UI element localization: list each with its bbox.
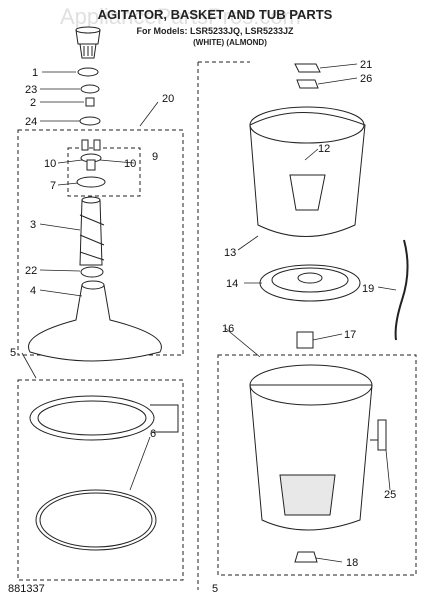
callout-23: 23 [25, 84, 37, 96]
drive-block-part [296, 331, 314, 349]
callout-16: 16 [222, 323, 234, 335]
agitator-cap-part [75, 26, 101, 77]
bolt-part [85, 97, 95, 107]
callout-17: 17 [344, 329, 356, 341]
callout-10-left: 10 [44, 158, 56, 170]
callout-20: 20 [162, 93, 174, 105]
callout-18: 18 [346, 557, 358, 569]
washer-part [79, 116, 101, 126]
basket-hub-part [259, 264, 361, 302]
outer-tub-part [249, 364, 373, 531]
callout-19: 19 [362, 283, 374, 295]
callout-21: 21 [360, 59, 372, 71]
callout-9: 9 [152, 151, 158, 163]
tub-ring-group-box-5 [17, 379, 184, 581]
seal-part [80, 266, 104, 278]
wash-basket-part [249, 106, 366, 237]
tub-gasket-part [35, 489, 157, 551]
callout-1: 1 [32, 67, 38, 79]
callout-3: 3 [30, 219, 36, 231]
agitator-dogs-part [76, 139, 106, 188]
variants-line: (WHITE) (ALMOND) [193, 38, 267, 47]
tub-nut-part [294, 551, 318, 563]
footer-page-number: 5 [212, 583, 218, 595]
callout-5: 5 [10, 347, 16, 359]
footer-code: 881337 [8, 583, 45, 595]
callout-13: 13 [224, 247, 236, 259]
agitator-base-part [28, 280, 162, 362]
callout-22: 22 [25, 265, 37, 277]
dog-group-box-9 [67, 147, 141, 197]
callout-6: 6 [150, 428, 156, 440]
outer-tub-group-box-16 [217, 354, 417, 576]
leader-lines [21, 63, 397, 563]
watermark-text: AppliancePartsPros.com [60, 4, 301, 29]
retainer-part [80, 84, 100, 94]
callout-12: 12 [318, 143, 330, 155]
callout-24: 24 [25, 116, 37, 128]
tub-ring-part [29, 395, 179, 441]
models-line: For Models: LSR5233JQ, LSR5233JZ [136, 26, 294, 36]
callout-7: 7 [50, 180, 56, 192]
callout-26: 26 [360, 73, 372, 85]
drain-hose-part [394, 239, 409, 341]
callout-25: 25 [384, 489, 396, 501]
diagram-title: AGITATOR, BASKET AND TUB PARTS [98, 7, 333, 22]
pressure-tube-part [370, 419, 387, 451]
callout-10-right: 10 [124, 158, 136, 170]
auger-part [79, 196, 105, 266]
callout-4: 4 [30, 285, 36, 297]
callout-14: 14 [226, 278, 238, 290]
callout-2: 2 [30, 97, 36, 109]
basket-nut-part [294, 63, 321, 89]
